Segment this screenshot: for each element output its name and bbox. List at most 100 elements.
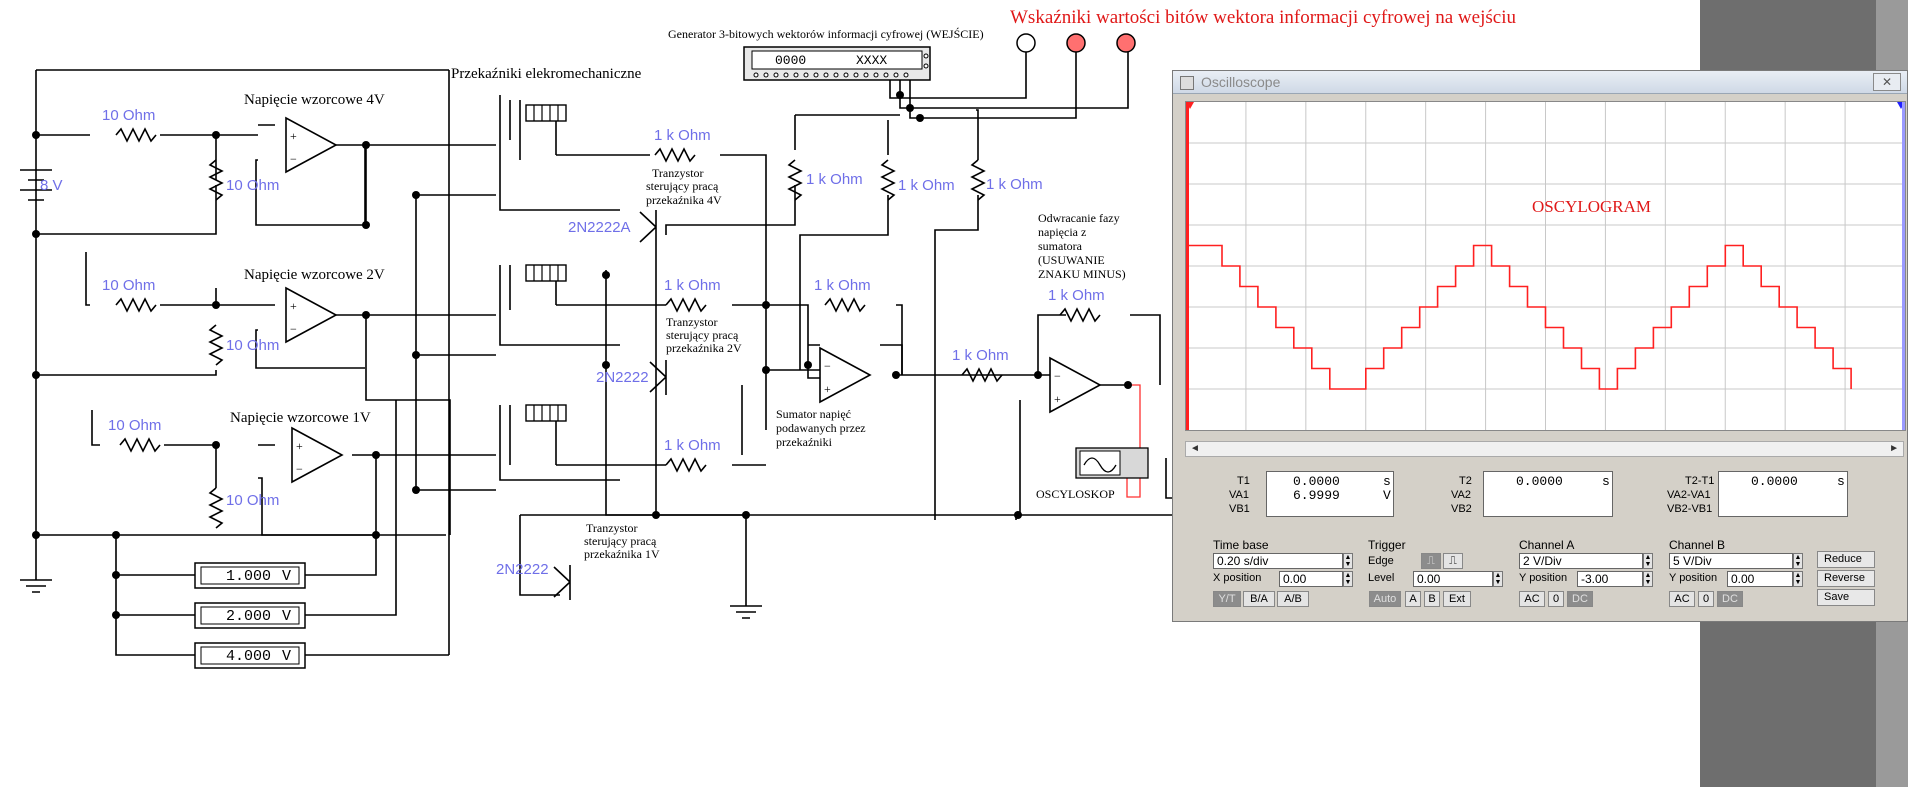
channel-b-dc-button[interactable]: DC (1717, 591, 1743, 607)
generator-value-left: 0000 (775, 53, 806, 68)
trigger-b-button[interactable]: B (1424, 591, 1440, 607)
t1-value: 0.0000 (1293, 474, 1340, 489)
channel-b-scale-spinner[interactable]: ▲▼ (1793, 553, 1803, 569)
level-input[interactable]: 0.00 (1413, 571, 1493, 587)
t2-readout: 0.0000 s (1483, 471, 1613, 517)
relay-coil-windings (533, 105, 559, 421)
channel-b-scale-select[interactable]: 5 V/Div (1669, 553, 1793, 569)
channel-b-ypos-label: Y position (1669, 572, 1718, 584)
close-button[interactable]: ✕ (1873, 73, 1901, 91)
dt-label: T2-T1 (1685, 475, 1715, 487)
scroll-right-icon[interactable]: ► (1889, 443, 1899, 454)
channel-b-zero-button[interactable]: 0 (1698, 591, 1714, 607)
channel-b-ypos-input[interactable]: 0.00 (1727, 571, 1793, 587)
voltmeter-2[interactable]: 2.000 V (194, 602, 306, 629)
trigger-group-label: Trigger (1368, 538, 1406, 552)
xpos-spinner[interactable]: ▲▼ (1343, 571, 1353, 587)
channel-a-ac-button[interactable]: AC (1519, 591, 1545, 607)
voltmeter-3-unit: V (282, 648, 291, 665)
ground-symbol (20, 575, 762, 619)
cursor-1-marker[interactable] (1186, 102, 1194, 109)
oscilloscope-window[interactable]: Oscilloscope ✕ OSCYLOGRAM ◄ ► T1 VA1 VB1… (1172, 70, 1908, 622)
resistor-value: 1 k Ohm (664, 437, 721, 454)
oscylogram-label: OSCYLOGRAM (1532, 197, 1651, 216)
t1-unit: s (1383, 474, 1391, 489)
svg-text:+: + (296, 439, 303, 453)
resistor-value: 1 k Ohm (654, 127, 711, 144)
screen-scrollbar[interactable]: ◄ ► (1185, 441, 1904, 457)
level-spinner[interactable]: ▲▼ (1493, 571, 1503, 587)
resistor-value: 10 Ohm (226, 337, 279, 354)
svg-text:(USUWANIE: (USUWANIE (1038, 253, 1105, 267)
cursor-1[interactable] (1186, 102, 1189, 430)
channel-a-group-label: Channel A (1519, 538, 1575, 552)
auto-button[interactable]: Auto (1369, 591, 1401, 607)
word-generator[interactable]: 0000 XXXX (743, 46, 931, 81)
svg-text:przekaźnika 1V: przekaźnika 1V (584, 547, 660, 561)
channel-a-ypos-input[interactable]: -3.00 (1577, 571, 1643, 587)
scroll-left-icon[interactable]: ◄ (1190, 443, 1200, 454)
voltmeter-1[interactable]: 1.000 V (194, 562, 306, 589)
oscilloscope-instrument[interactable]: OSCYLOSKOP (1036, 447, 1149, 501)
voltmeter-3[interactable]: 4.000 V (194, 642, 306, 669)
svg-text:sumatora: sumatora (1038, 239, 1083, 253)
timebase-select[interactable]: 0.20 s/div (1213, 553, 1343, 569)
ba-button[interactable]: B/A (1243, 591, 1275, 607)
svg-text:+: + (290, 299, 297, 313)
channel-a-ypos-spinner[interactable]: ▲▼ (1643, 571, 1653, 587)
cursor-2[interactable] (1902, 102, 1905, 430)
resistor-value: 10 Ohm (226, 177, 279, 194)
channel-b-ypos-spinner[interactable]: ▲▼ (1793, 571, 1803, 587)
xpos-label: X position (1213, 572, 1262, 584)
svg-text:sterujący pracą: sterujący pracą (646, 179, 719, 193)
channel-a-ypos-label: Y position (1519, 572, 1568, 584)
dt-readout: 0.0000 s (1718, 471, 1848, 517)
reduce-button[interactable]: Reduce (1817, 551, 1875, 568)
save-button[interactable]: Save (1817, 589, 1875, 606)
op-amp-signs: +− +− +− −+ −+ (290, 129, 1061, 476)
resistor-value: 10 Ohm (226, 492, 279, 509)
resistor-value: 1 k Ohm (952, 347, 1009, 364)
channel-b-ac-button[interactable]: AC (1669, 591, 1695, 607)
svg-text:Tranzystor: Tranzystor (586, 521, 638, 535)
reverse-button[interactable]: Reverse (1817, 570, 1875, 587)
transistor-model: 2N2222A (568, 219, 631, 236)
resistor-value: 1 k Ohm (1048, 287, 1105, 304)
edge-falling-button[interactable]: ⎍ (1443, 553, 1463, 569)
channel-a-scale-select[interactable]: 2 V/Div (1519, 553, 1643, 569)
svg-text:+: + (824, 382, 831, 396)
oscilloscope-screen[interactable]: OSCYLOGRAM (1185, 101, 1906, 431)
svg-text:−: − (1054, 369, 1061, 383)
svg-text:Odwracanie fazy: Odwracanie fazy (1038, 211, 1120, 225)
relays-label: Przekaźniki elekromechaniczne (451, 66, 642, 82)
channel-a-scale-spinner[interactable]: ▲▼ (1643, 553, 1653, 569)
ab-button[interactable]: A/B (1277, 591, 1309, 607)
svg-text:podawanych przez: podawanych przez (776, 421, 866, 435)
oscilloscope-titlebar[interactable]: Oscilloscope ✕ (1173, 71, 1907, 94)
close-icon: ✕ (1881, 75, 1893, 89)
svg-text:+: + (290, 129, 297, 143)
svg-text:przekaźnika 2V: przekaźnika 2V (666, 341, 742, 355)
xpos-input[interactable]: 0.00 (1279, 571, 1343, 587)
transistor-model: 2N2222 (496, 561, 549, 578)
va1-unit: V (1383, 488, 1391, 503)
svg-text:napięcia z: napięcia z (1038, 225, 1086, 239)
channel-a-dc-button[interactable]: DC (1567, 591, 1593, 607)
channel-a-zero-button[interactable]: 0 (1548, 591, 1564, 607)
plot-grid (1186, 102, 1905, 430)
op-amps (285, 116, 1102, 484)
svg-text:−: − (290, 322, 297, 336)
timebase-spinner[interactable]: ▲▼ (1343, 553, 1353, 569)
oscilloscope-label: OSCYLOSKOP (1036, 487, 1115, 501)
edge-rising-button[interactable]: ⎍ (1421, 553, 1441, 569)
voltmeter-1-unit: V (282, 568, 291, 585)
yt-button[interactable]: Y/T (1213, 591, 1241, 607)
trigger-ext-button[interactable]: Ext (1443, 591, 1471, 607)
channel-b-group-label: Channel B (1669, 538, 1726, 552)
resistor-value: 1 k Ohm (664, 277, 721, 294)
svg-text:Sumator napięć: Sumator napięć (776, 407, 851, 421)
svg-text:−: − (296, 462, 303, 476)
dt-value: 0.0000 (1751, 474, 1798, 489)
trigger-a-button[interactable]: A (1405, 591, 1421, 607)
